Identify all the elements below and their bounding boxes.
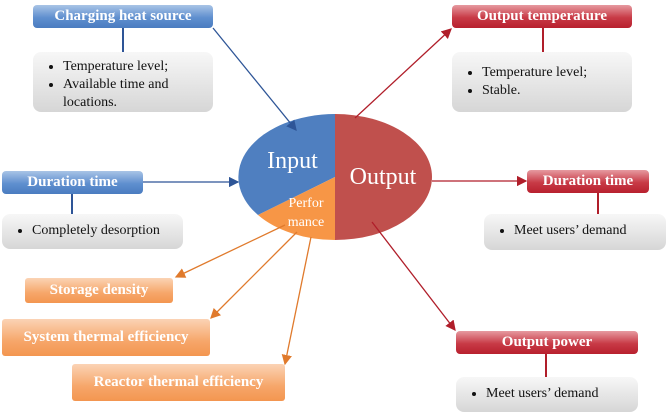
arrow-to-system-efficiency: [210, 231, 298, 319]
output-duration-time-box: Duration time: [527, 170, 649, 193]
output-duration-details: Meet users’ demand: [484, 214, 666, 250]
ellipse-input: [238, 114, 335, 215]
charging-heat-source-box: Charging heat source: [33, 5, 213, 28]
output-power-details: Meet users’ demand: [456, 377, 638, 412]
arrow-to-output-temperature: [354, 28, 452, 119]
performance-label-1: Perfor: [288, 196, 324, 211]
system-thermal-efficiency-box: System thermal efficiency: [2, 319, 210, 356]
input-duration-details: Completely desorption: [2, 214, 183, 249]
bullet: Completely desorption: [32, 222, 175, 240]
bullet: Meet users’ demand: [486, 385, 630, 403]
connector: [545, 354, 547, 377]
arrow-to-reactor-efficiency: [281, 236, 312, 366]
bullet: Available time and locations.: [63, 76, 205, 112]
output-label: Output: [349, 164, 417, 190]
arrow-to-output-power: [371, 221, 456, 332]
output-temperature-details: Temperature level;Stable.: [452, 52, 632, 112]
bullet: Stable.: [482, 82, 624, 100]
bullet: Meet users’ demand: [514, 222, 658, 240]
ellipse-output: [335, 114, 432, 240]
reactor-thermal-efficiency-box: Reactor thermal efficiency: [72, 364, 285, 401]
storage-density-box: Storage density: [25, 278, 173, 303]
connector: [122, 28, 124, 52]
connector: [597, 193, 599, 214]
arrow-charging-to-input: [212, 27, 297, 132]
bullet: Temperature level;: [482, 64, 624, 82]
input-label: Input: [267, 148, 318, 174]
arrow-to-storage-density: [174, 224, 286, 278]
ellipse-performance: [258, 177, 335, 240]
connector: [71, 194, 73, 214]
charging-details: Temperature level;Available time and loc…: [33, 52, 213, 112]
output-power-box: Output power: [456, 331, 638, 354]
performance-label-2: mance: [287, 215, 325, 230]
output-temperature-box: Output temperature: [452, 5, 632, 28]
connector: [542, 28, 544, 52]
input-duration-time-box: Duration time: [2, 171, 143, 194]
bullet: Temperature level;: [63, 58, 205, 76]
